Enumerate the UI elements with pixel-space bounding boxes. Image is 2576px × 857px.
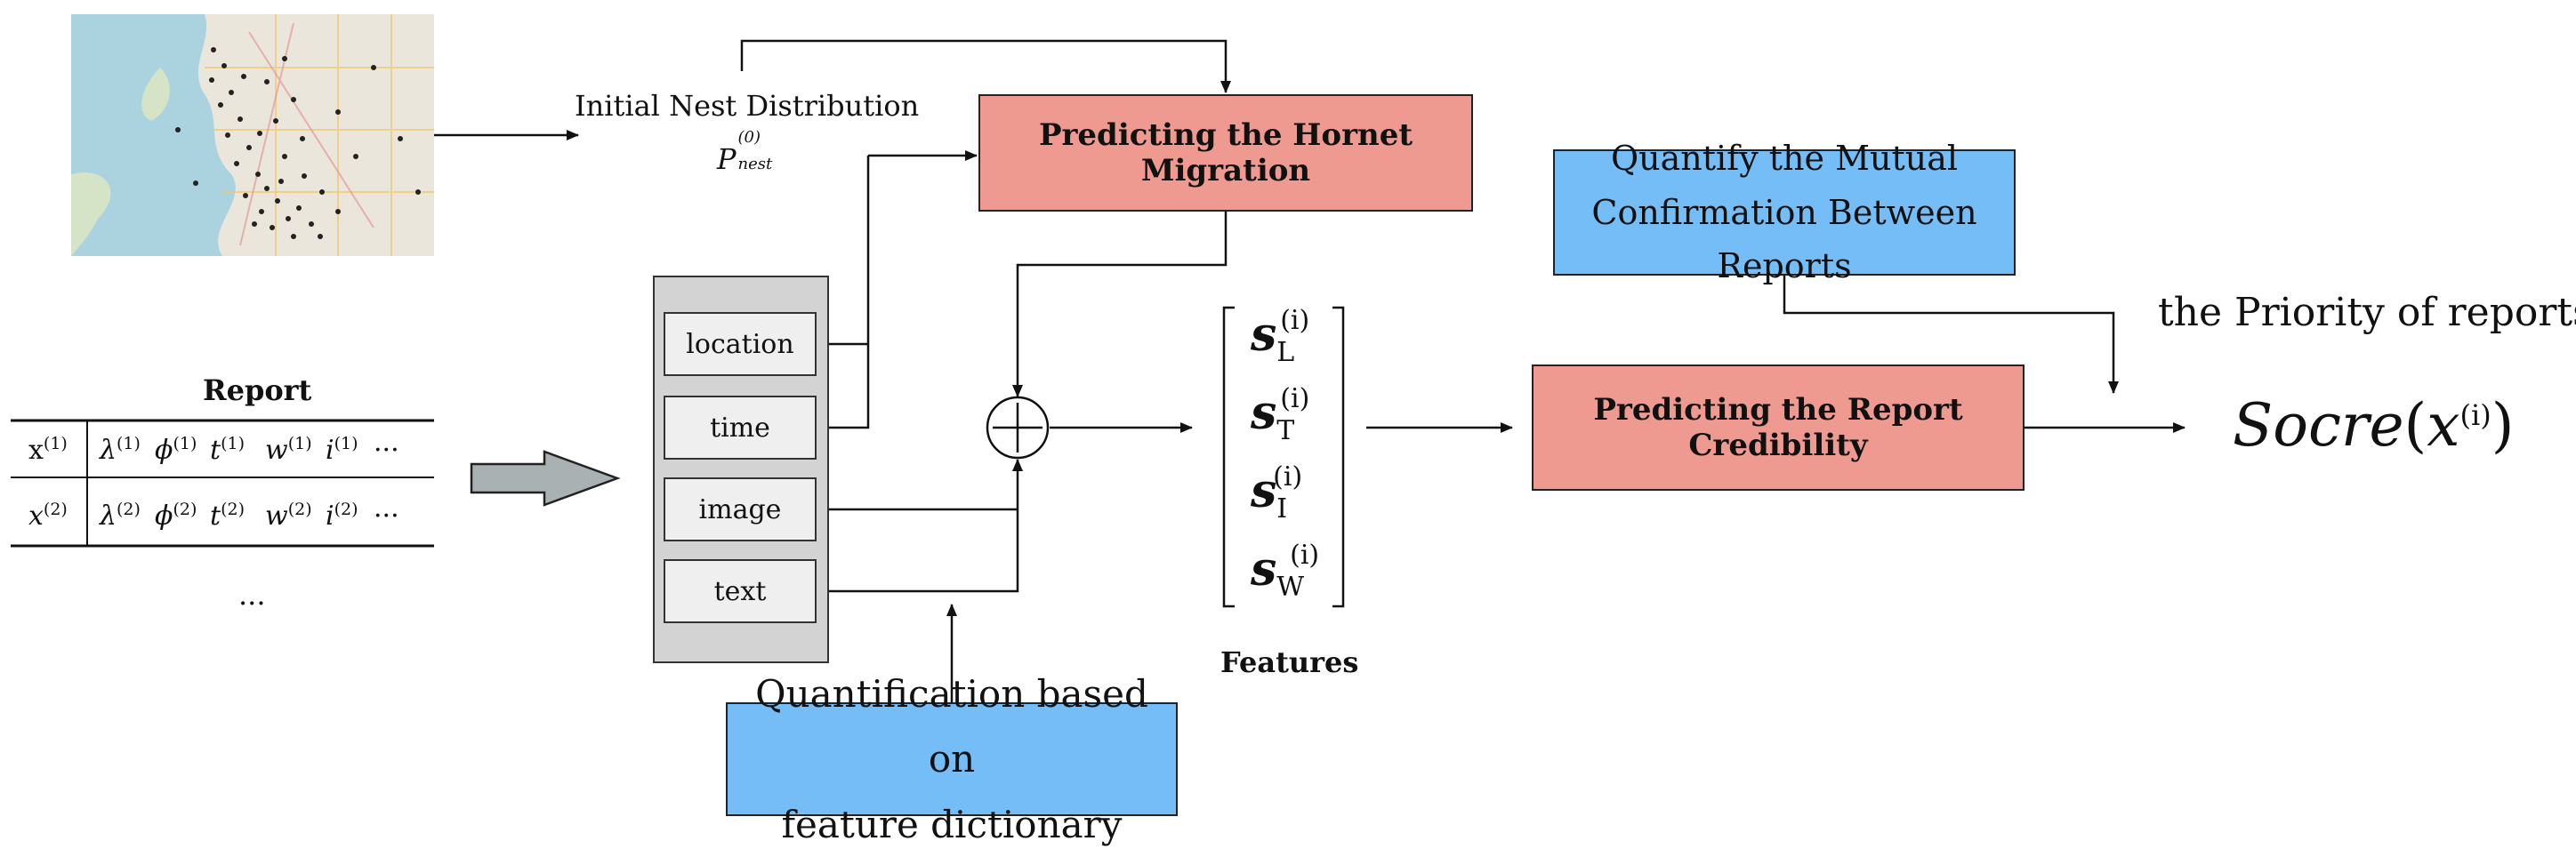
arrow-nest-to-migration bbox=[740, 39, 1231, 93]
feature-sub: I bbox=[1276, 493, 1288, 525]
nest-symbol-sup: (0) bbox=[737, 128, 761, 147]
feature-s-w: sW(i) bbox=[1251, 540, 1333, 603]
chip-time: time bbox=[664, 396, 817, 460]
mutual-line-1: Quantify the Mutual bbox=[1610, 138, 1959, 178]
cell-sup: (1) bbox=[287, 434, 312, 453]
score-sup: (i) bbox=[2459, 398, 2491, 432]
feature-dictionary-box: Quantification based on feature dictiona… bbox=[726, 672, 1178, 846]
nest-symbol-base: P bbox=[717, 142, 737, 176]
row-id: x bbox=[28, 435, 44, 466]
feature-sub: T bbox=[1276, 415, 1295, 446]
priority-label: the Priority of reports bbox=[2158, 290, 2576, 335]
chip-location: location bbox=[664, 312, 817, 376]
dictionary-line-2: feature dictionary bbox=[781, 802, 1123, 846]
wire-time-to-bus bbox=[817, 156, 870, 429]
row-2-cells: λ(2)ϕ(2)t(2)w(2)i(2)··· bbox=[100, 500, 399, 532]
input-block-arrow bbox=[470, 450, 621, 507]
score-var: x bbox=[2427, 391, 2460, 460]
score-expression: Socre(x(i)) bbox=[2233, 391, 2515, 460]
cell: ϕ bbox=[155, 501, 173, 532]
chip-text: text bbox=[664, 559, 817, 623]
cell-sup: (1) bbox=[117, 434, 141, 453]
cell-sup: (1) bbox=[221, 434, 245, 453]
chip-image: image bbox=[664, 477, 817, 541]
row-id-sup: (2) bbox=[43, 500, 68, 519]
table-row: x(2) bbox=[28, 500, 68, 532]
cell-sup: (2) bbox=[221, 500, 245, 519]
feature-s-t: sT(i) bbox=[1251, 383, 1324, 446]
feature-sup: (i) bbox=[1280, 305, 1310, 336]
feature-symbol: s bbox=[1251, 386, 1277, 440]
cell: ··· bbox=[374, 435, 399, 466]
feature-sub: W bbox=[1276, 572, 1305, 603]
cell: i bbox=[326, 435, 334, 466]
score-fn: Socre bbox=[2233, 391, 2404, 460]
sum-node bbox=[986, 396, 1050, 460]
predict-credibility-box: Predicting the Report Credibility bbox=[1532, 364, 2025, 491]
row-1-cells: λ(1)ϕ(1)t(1)w(1)i(1)··· bbox=[100, 434, 399, 466]
mutual-confirmation-box: Quantify the Mutual Confirmation Between… bbox=[1553, 139, 2016, 285]
cell-sup: (1) bbox=[173, 434, 197, 453]
cell: t bbox=[210, 435, 221, 466]
cell: i bbox=[326, 501, 334, 532]
cell-sup: (2) bbox=[287, 500, 312, 519]
predict-migration-box: Predicting the Hornet Migration bbox=[978, 94, 1473, 212]
feature-symbol: s bbox=[1251, 542, 1277, 597]
row-id-sup: (1) bbox=[43, 434, 68, 453]
feature-s-l: sL(i) bbox=[1251, 305, 1324, 368]
cell: λ bbox=[100, 501, 117, 532]
nest-symbol: P (0) nest bbox=[717, 128, 790, 176]
cell-sup: (2) bbox=[173, 500, 197, 519]
cell: t bbox=[210, 501, 221, 532]
table-ellipsis: ... bbox=[238, 578, 266, 612]
feature-sup: (i) bbox=[1290, 540, 1320, 571]
arrow-migration-to-sum bbox=[1012, 212, 1228, 397]
cell-sup: (1) bbox=[334, 434, 358, 453]
dictionary-line-1: Quantification based on bbox=[755, 671, 1148, 781]
map-thumbnail bbox=[71, 14, 435, 256]
bracket-right bbox=[1332, 306, 1345, 608]
cell-sup: (2) bbox=[334, 500, 358, 519]
feature-symbol: s bbox=[1251, 308, 1277, 362]
arrow-text-to-sum bbox=[817, 459, 1023, 593]
table-row: x(1) bbox=[28, 434, 68, 466]
report-table-title: Report bbox=[203, 373, 312, 407]
feature-sup: (i) bbox=[1280, 383, 1310, 414]
map-icon bbox=[71, 14, 435, 256]
cell-sup: (2) bbox=[117, 500, 141, 519]
cell: w bbox=[265, 501, 288, 532]
feature-sub: L bbox=[1276, 337, 1295, 368]
diagram-connectors bbox=[11, 39, 2186, 702]
features-label: Features bbox=[1220, 645, 1359, 679]
cell: λ bbox=[100, 435, 117, 466]
feature-s-i: sI(i) bbox=[1251, 461, 1316, 525]
bracket-left bbox=[1222, 306, 1235, 608]
nest-symbol-sub: nest bbox=[737, 155, 773, 173]
feature-symbol: s bbox=[1251, 464, 1277, 518]
cell: w bbox=[265, 435, 288, 466]
arrow-mutual-to-score bbox=[1783, 276, 2119, 394]
row-id: x bbox=[28, 501, 44, 532]
mutual-line-2: Confirmation Between Reports bbox=[1591, 192, 1977, 286]
feature-sup: (i) bbox=[1273, 461, 1303, 493]
nest-distribution-label: Initial Nest Distribution bbox=[575, 89, 920, 123]
cell: ··· bbox=[374, 501, 399, 532]
cell: ϕ bbox=[155, 435, 173, 466]
